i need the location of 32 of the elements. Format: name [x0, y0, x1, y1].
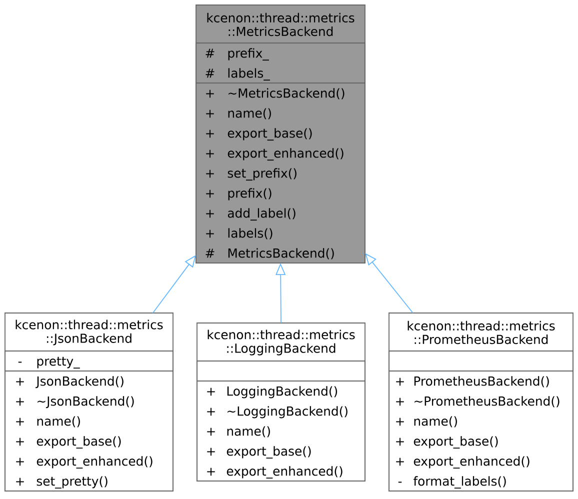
method-entry: - format_labels() [398, 476, 506, 489]
method-entry: + ~JsonBackend() [16, 396, 134, 408]
method-entry: + name() [16, 416, 80, 428]
method-entry: + export_base() [206, 128, 312, 141]
method-entry: + export_base() [207, 446, 311, 459]
method-entry: + ~PrometheusBackend() [396, 396, 560, 408]
attribute-compartment [388, 350, 574, 372]
method-entry: + ~MetricsBackend() [206, 88, 344, 100]
method-entry: # MetricsBackend() [206, 248, 334, 260]
method-entry: + PrometheusBackend() [396, 376, 549, 388]
method-entry: + LoggingBackend() [207, 386, 338, 398]
attribute-entry: # prefix_ [206, 48, 270, 61]
method-entry: + export_enhanced() [206, 148, 344, 161]
method-entry: + name() [396, 416, 457, 428]
attribute-entry: - pretty_ [18, 356, 80, 369]
attribute-compartment [196, 360, 366, 382]
method-entry: + export_base() [16, 436, 121, 449]
inheritance-arrow [365, 253, 414, 314]
method-entry: + export_enhanced() [396, 456, 530, 469]
method-entry: + set_prefix() [206, 168, 296, 181]
method-entry: + add_label() [206, 208, 296, 221]
method-entry: + JsonBackend() [16, 376, 124, 388]
method-entry: + export_base() [396, 436, 498, 449]
attribute-entry: # labels_ [206, 68, 270, 81]
method-entry: + ~LoggingBackend() [207, 406, 348, 418]
method-entry: + name() [207, 426, 270, 438]
method-entry: + set_pretty() [16, 476, 108, 489]
method-entry: + name() [206, 108, 271, 120]
method-entry: + export_enhanced() [16, 456, 152, 469]
method-entry: + labels() [206, 228, 272, 240]
method-entry: + prefix() [206, 188, 272, 200]
method-entry: + export_enhanced() [207, 466, 342, 479]
